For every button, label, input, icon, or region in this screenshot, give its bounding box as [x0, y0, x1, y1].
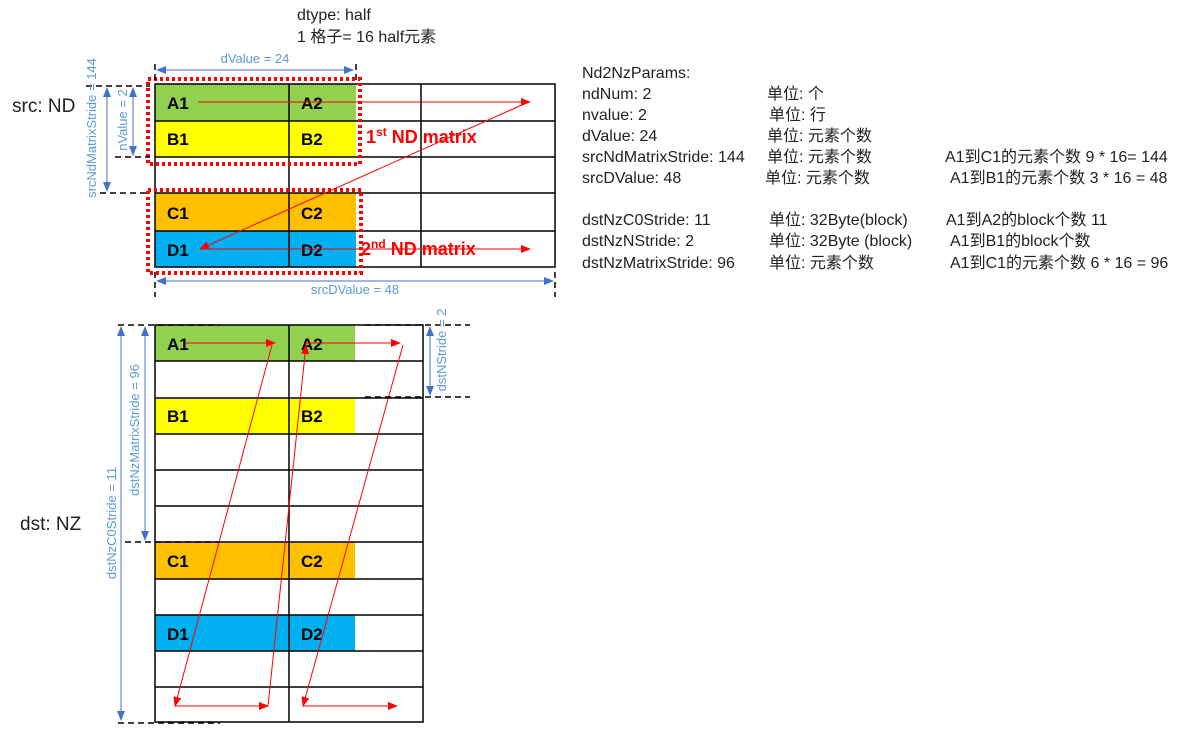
dst-cell-d2: D2 — [301, 625, 323, 644]
dst-label: dst: NZ — [20, 514, 82, 535]
nvalue-label: nValue = 2 — [115, 89, 130, 151]
param-note: A1到B1的block个数 — [950, 232, 1091, 250]
src-cell-c1: C1 — [167, 204, 189, 223]
dst-guide-lines — [118, 324, 470, 724]
src-cell-c2: C2 — [301, 204, 323, 223]
param-name: dstNzC0Stride: 11 — [582, 212, 711, 229]
param-unit: 单位: 元素个数 — [767, 148, 872, 166]
dst-dimension-arrows — [117, 326, 434, 721]
dst-cell-b1: B1 — [167, 407, 189, 426]
src-cell-d1: D1 — [167, 241, 189, 260]
param-unit: 单位: 个 — [767, 85, 824, 103]
param-unit: 单位: 行 — [769, 106, 826, 124]
param-name: ndNum: 2 — [582, 86, 651, 103]
dst-cell-d1: D1 — [167, 625, 189, 644]
param-name: dValue: 24 — [582, 128, 657, 145]
param-unit: 单位: 元素个数 — [769, 254, 874, 272]
srcdvalue-label: srcDValue = 48 — [311, 282, 399, 297]
param-unit: 单位: 元素个数 — [767, 127, 872, 145]
param-unit: 单位: 32Byte(block) — [769, 211, 908, 229]
src-cell-a2: A2 — [301, 94, 323, 113]
dvalue-label: dValue = 24 — [221, 51, 290, 66]
cell-fill-b — [155, 121, 356, 157]
dst-cell-a2: A2 — [301, 335, 323, 354]
src-cell-b2: B2 — [301, 130, 323, 149]
params-title: Nd2NzParams: — [582, 65, 690, 82]
dst-grid — [154, 324, 424, 723]
src-label: src: ND — [12, 96, 75, 117]
dst-n-stride-label: dstNStride = 2 — [434, 309, 449, 392]
dst-cell-b2: B2 — [301, 407, 323, 426]
dst-nz-c0-stride-label: dstNzC0Stride = 11 — [104, 467, 119, 579]
nd-matrix-1-outline — [146, 77, 362, 166]
params-panel: Nd2NzParams: ndNum: 2 单位: 个 nvalue: 2 单位… — [582, 65, 1168, 272]
param-name: dstNzNStride: 2 — [582, 233, 694, 250]
param-name: nvalue: 2 — [582, 107, 647, 124]
src-cell-a1: A1 — [167, 94, 189, 113]
param-name: dstNzMatrixStride: 96 — [582, 255, 735, 272]
param-name: srcNdMatrixStride: 144 — [582, 149, 745, 166]
param-note: A1到B1的元素个数 3 * 16 = 48 — [950, 169, 1168, 187]
param-note: A1到C1的元素个数 9 * 16= 144 — [945, 148, 1168, 166]
param-name: srcDValue: 48 — [582, 170, 681, 187]
param-note: A1到C1的元素个数 6 * 16 = 96 — [950, 254, 1168, 272]
param-note: A1到A2的block个数 11 — [946, 211, 1108, 229]
src-dimension-arrows — [103, 66, 554, 285]
src-traversal-arrows — [198, 98, 531, 253]
src-cell-d2: D2 — [301, 241, 323, 260]
nd-matrix-2-outline — [146, 188, 363, 275]
grid-unit-label: 1 格子= 16 half元素 — [297, 28, 436, 46]
param-unit: 单位: 元素个数 — [765, 169, 870, 187]
src-nd-matrix-stride-label: srcNdMatrixStride = 144 — [84, 58, 99, 198]
src-cell-b1: B1 — [167, 130, 189, 149]
dtype-label: dtype: half — [297, 7, 371, 24]
dst-traversal-arrows — [173, 339, 404, 710]
src-grid — [154, 83, 556, 268]
src-guide-lines — [86, 64, 556, 297]
dst-nz-matrix-stride-label: dstNzMatrixStride = 96 — [127, 364, 142, 496]
param-unit: 单位: 32Byte (block) — [769, 232, 912, 250]
dst-cell-c2: C2 — [301, 552, 323, 571]
nd-matrix-1-label: 1st ND matrix — [366, 125, 477, 147]
dst-cell-c1: C1 — [167, 552, 189, 571]
dst-cell-a1: A1 — [167, 335, 189, 354]
nd-matrix-2-label: 2nd ND matrix — [361, 237, 476, 259]
